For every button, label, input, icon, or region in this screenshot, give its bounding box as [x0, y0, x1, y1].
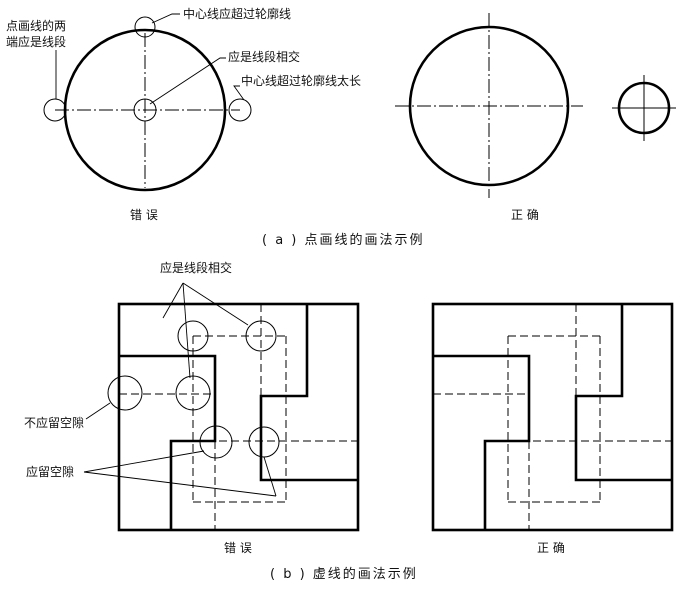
a-wrong-left-marker-circle	[43, 98, 67, 122]
b-wrong-marker-top-right	[245, 320, 277, 352]
b-right-step-right-outline	[574, 304, 672, 482]
b-leader-gap-3	[263, 456, 277, 497]
a-wrong-title: 错 误	[130, 208, 158, 222]
b-wrong-step-right-outline	[259, 304, 358, 482]
a-note-too-long: 中心线超过轮廓线太长	[241, 73, 361, 88]
a-leader-too-long	[233, 85, 245, 101]
a-right-title: 正 确	[511, 208, 539, 222]
a-wrong-drawing	[43, 13, 252, 192]
b-wrong-drawing	[83, 282, 360, 532]
b-leader-intersect-2	[182, 282, 191, 379]
b-leader-no-gap	[85, 402, 111, 420]
a-leader-overshoot	[151, 13, 180, 24]
b-caption: ( b ) 虚线的画法示例	[270, 566, 418, 582]
a-leader-intersect	[149, 57, 226, 105]
a-note-overshoot: 中心线应超过轮廓线	[183, 6, 291, 21]
b-wrong-outer-frame	[117, 302, 360, 532]
a-note-endpoints-line2: 端应是线段	[6, 34, 66, 49]
a-wrong-right-marker-circle	[228, 98, 252, 122]
a-right-drawing	[395, 13, 676, 198]
b-wrong-inner-step-outline	[119, 354, 217, 530]
a-note-endpoints-line1: 点画线的两	[6, 18, 66, 33]
a-caption: ( a ) 点画线的画法示例	[262, 232, 425, 248]
b-wrong-marker-gap-left	[199, 425, 233, 459]
b-wrong-title: 错 误	[224, 541, 252, 555]
b-leader-intersect-1	[162, 282, 184, 319]
b-note-intersect: 应是线段相交	[160, 260, 232, 275]
b-wrong-marker-gap-right	[248, 426, 280, 458]
b-note-gap: 应留空隙	[26, 464, 74, 479]
b-leader-gap-1	[83, 450, 205, 473]
a-wrong-center-marker-circle	[133, 98, 157, 122]
b-right-title: 正 确	[537, 541, 565, 555]
b-right-outer-frame	[431, 302, 674, 532]
b-wrong-marker-no-gap-left	[107, 375, 143, 411]
b-leader-gap-2	[83, 471, 277, 497]
b-right-drawing	[431, 302, 674, 532]
b-wrong-marker-no-gap-mid	[175, 375, 211, 411]
b-wrong-marker-top-left	[177, 320, 209, 352]
b-note-no-gap: 不应留空隙	[24, 415, 84, 430]
b-leader-intersect-3	[182, 282, 249, 326]
b-right-inner-step-outline	[433, 354, 531, 530]
a-wrong-top-marker-circle	[134, 16, 156, 38]
a-note-intersect: 应是线段相交	[228, 49, 300, 64]
